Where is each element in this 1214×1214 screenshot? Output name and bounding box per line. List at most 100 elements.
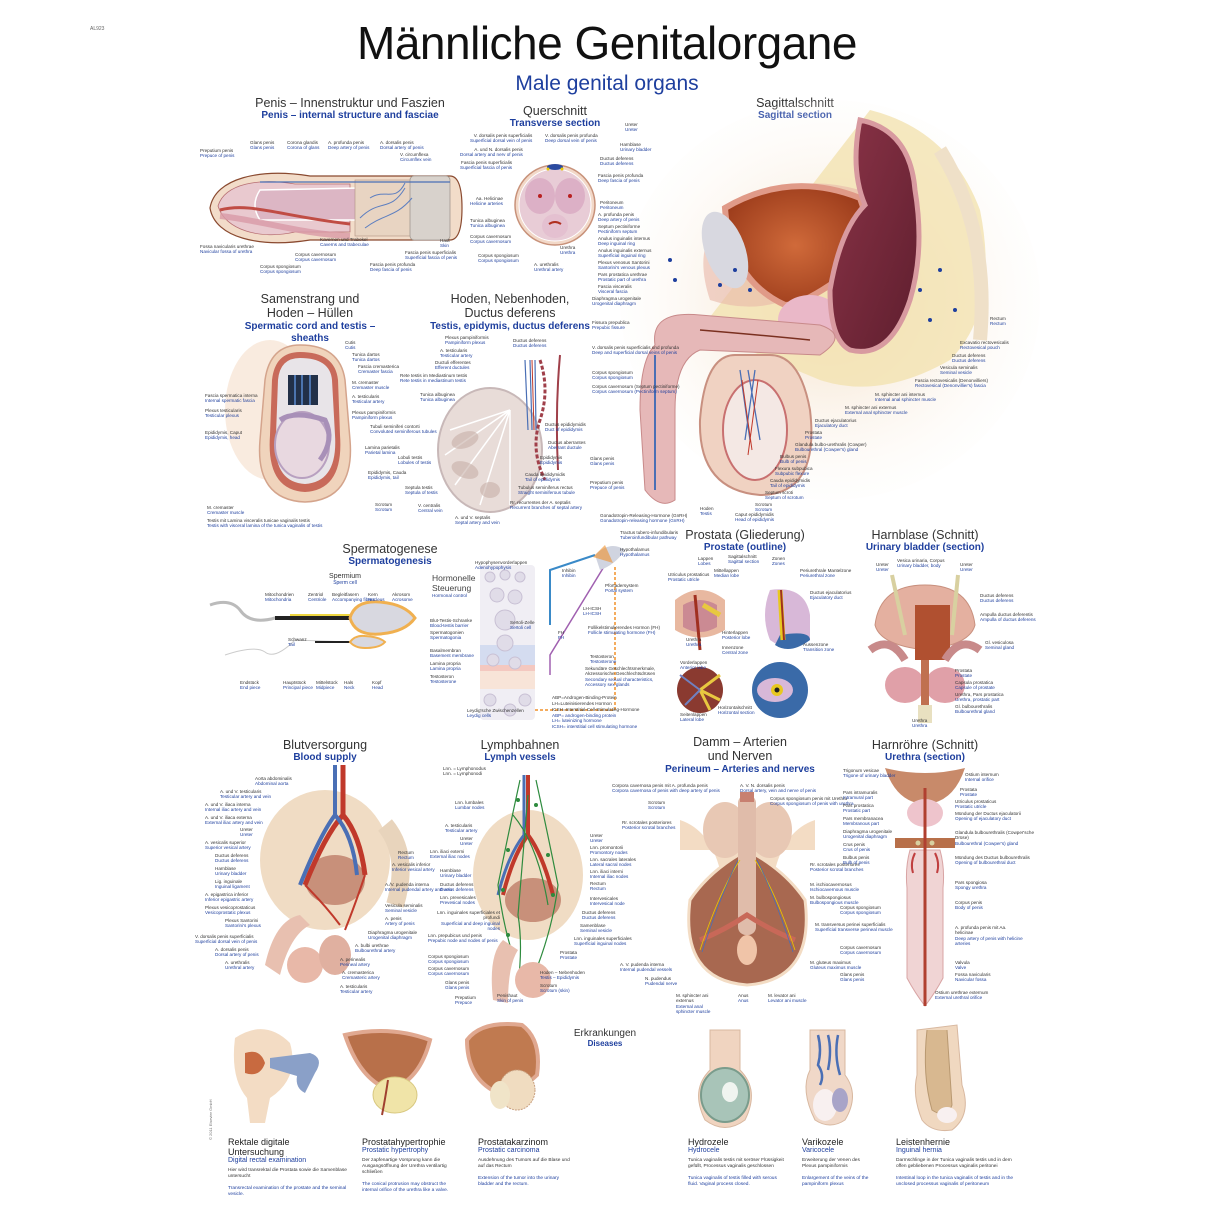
disease-title-de: Varikozele bbox=[802, 1137, 844, 1147]
urethra-label-cowper: Glandula bulbourethralis (Cowper'sche Dr… bbox=[955, 830, 1035, 846]
disease-desc-de: Tunica vaginalis testis mit seröser Flüs… bbox=[688, 1158, 784, 1169]
sagittal-label-dorsal-veins: V. dorsalis penis superficialis und prof… bbox=[592, 345, 679, 356]
penis-title-de: Penis – Innenstruktur und Faszien bbox=[255, 96, 445, 110]
disease-desc-de: Hier wird transrektal die Prostata sowie… bbox=[228, 1168, 347, 1179]
disease-item-inguinal-hernia: Leistenhernie Inguinal hernia Darmschlin… bbox=[896, 1137, 1016, 1188]
urethra-title-en: Urethra (section) bbox=[884, 752, 965, 764]
copyright-notice: © 2011 Elsevier GmbH bbox=[208, 1099, 213, 1140]
perineum-label-corpora-cavernosa: Corpora cavernosa penis mit A. profunda … bbox=[612, 783, 720, 794]
disease-title-en: Prostatic hypertrophy bbox=[362, 1147, 429, 1154]
lymph-heading: Lymphbahnen Lymph vessels bbox=[470, 738, 570, 764]
disease-desc-de: Der zapfenartige Vorsprung kann die Ausg… bbox=[362, 1158, 447, 1175]
disease-item-varicocele: Varikozele Varicocele Erweiterung der Ve… bbox=[802, 1137, 872, 1188]
disease-title-en: Prostatic carcinoma bbox=[478, 1147, 540, 1154]
disease-desc-en: Tunica vaginalis of testis filled with s… bbox=[688, 1176, 777, 1187]
cord-label-testis-visceral: Testis mit Lamina visceralis tunicae vag… bbox=[207, 518, 323, 529]
testis-title-en: Testis, epidymis, ductus deferens bbox=[430, 320, 590, 332]
hormonal-title-de: Hormonelle Steuerung bbox=[432, 573, 476, 593]
inguinal-hernia-illustration bbox=[914, 1024, 966, 1131]
hormone-label-secondary: Sekundäre Geschlechtsmerkmale, Akzessori… bbox=[585, 666, 656, 688]
sperm-cell-heading: Spermium Sperm cell bbox=[315, 573, 375, 586]
disease-desc-en: Extension of the tumor into the urinary … bbox=[478, 1176, 560, 1187]
disease-desc-en: Intestinal loop in the tunica vaginalis … bbox=[896, 1176, 1014, 1187]
disease-title-en: Hydrocele bbox=[688, 1147, 720, 1154]
prostatic-carcinoma-illustration bbox=[464, 1022, 540, 1111]
disease-title-en: Digital rectal examination bbox=[228, 1157, 307, 1164]
testis-illustration bbox=[437, 354, 561, 513]
disease-title-de: Prostatakarzinom bbox=[478, 1137, 549, 1147]
blood-supply-illustration bbox=[260, 765, 410, 983]
disease-title-de: Hydrozele bbox=[688, 1137, 729, 1147]
testis-title-de: Hoden, Nebenhoden, Ductus deferens bbox=[450, 292, 570, 321]
diseases-heading: Erkrankungen Diseases bbox=[560, 1028, 650, 1048]
disease-desc-en: Enlargement of the veins of the pampinif… bbox=[802, 1176, 869, 1187]
lymph-title-de: Lymphbahnen bbox=[480, 738, 560, 752]
hormone-label-fsh: Follikelstimulierendes Hormon (FH)Follic… bbox=[588, 625, 660, 636]
